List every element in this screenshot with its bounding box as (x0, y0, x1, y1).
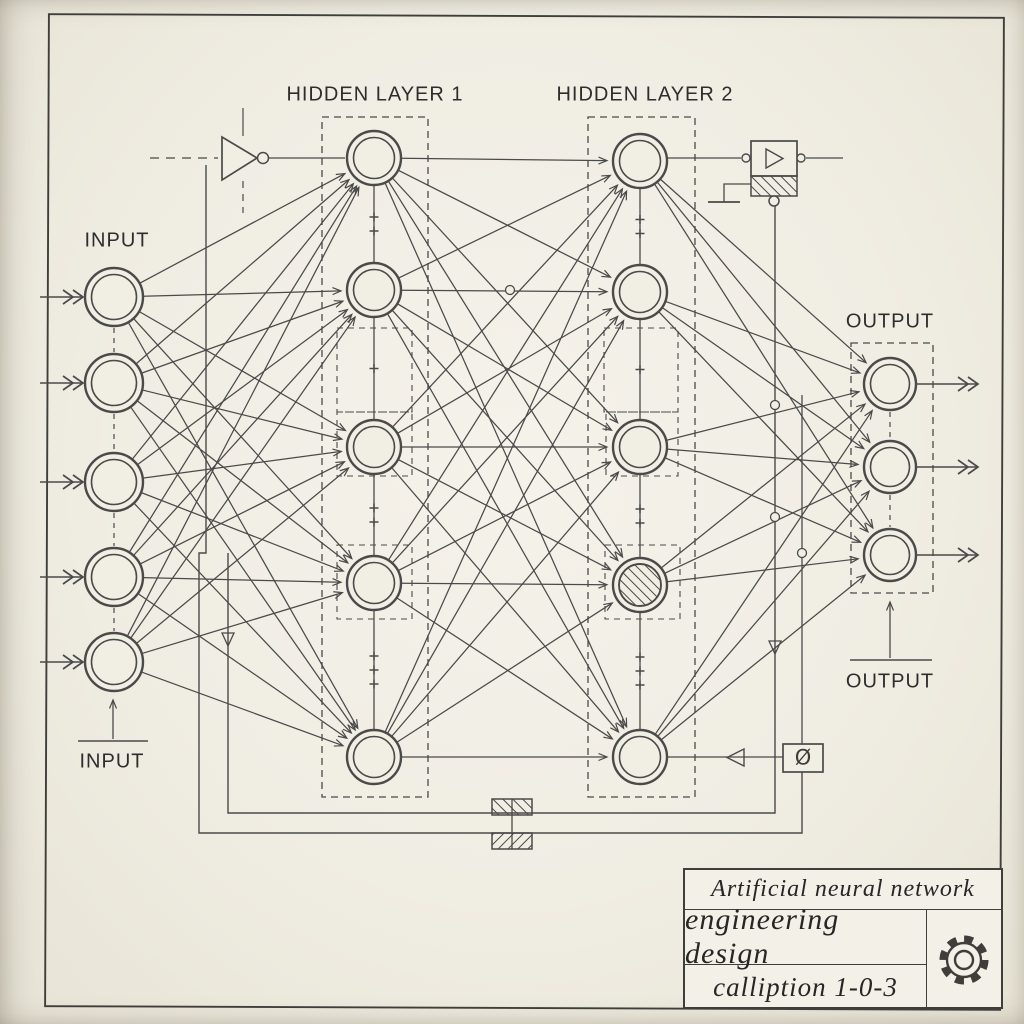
layer-hidden1 (321, 116, 429, 798)
capacitor-icon (491, 798, 533, 850)
title-block: Artificial neural network engineering de… (683, 868, 1003, 1009)
connection-edges (126, 158, 873, 757)
plus-mark (635, 518, 645, 528)
plus-mark (635, 504, 645, 514)
feedback-wires (198, 165, 803, 834)
input-pointer (78, 700, 148, 742)
title-block-line1: Artificial neural network (685, 870, 1001, 910)
plus-mark (635, 215, 645, 224)
plus-mark (369, 679, 379, 689)
plus-mark (635, 652, 645, 662)
input-node (83, 631, 145, 693)
input-label-bottom: INPUT (79, 750, 145, 773)
hidden2-node (611, 132, 669, 190)
title-block-line3: calliption 1-0-3 (713, 971, 898, 1002)
frame-border (44, 13, 1005, 1011)
hidden2-node (611, 556, 669, 614)
phi-box-icon (668, 395, 824, 773)
output-node (862, 439, 918, 495)
hidden1-node (345, 728, 403, 786)
hidden-layer-1-label: HIDDEN LAYER 1 (286, 83, 464, 106)
plus-mark (369, 212, 379, 222)
plus-mark (369, 503, 379, 513)
layer-input (40, 266, 145, 693)
hidden2-node (611, 263, 669, 321)
hidden1-node (345, 554, 403, 612)
input-node (83, 451, 145, 513)
output-pointer (850, 602, 932, 661)
plus-mark (635, 365, 645, 374)
plus-mark (635, 680, 645, 690)
plus-mark (369, 364, 379, 373)
hidden-layer-2-label: HIDDEN LAYER 2 (556, 83, 734, 106)
hidden1-node (345, 129, 403, 187)
junction-dots (504, 284, 808, 559)
layer-hidden2 (587, 116, 696, 798)
hidden1-node (345, 261, 403, 319)
plus-mark (635, 666, 645, 676)
buffer-box-icon (667, 140, 843, 207)
gear-cell (927, 910, 1001, 1009)
output-label-bottom: OUTPUT (845, 670, 935, 693)
plus-mark (635, 229, 645, 238)
input-node (83, 266, 145, 328)
output-label-top: OUTPUT (845, 310, 935, 333)
output-node (862, 356, 918, 412)
output-node (862, 527, 918, 583)
hidden1-node (345, 418, 403, 476)
inverter-icon (150, 108, 345, 213)
layer-output (850, 342, 980, 594)
plus-mark (369, 651, 379, 661)
input-node (83, 352, 145, 414)
input-node (83, 546, 145, 608)
title-block-line2: engineering design (685, 903, 926, 970)
hidden2-node (611, 728, 669, 786)
plus-mark (369, 517, 379, 527)
plus-mark (369, 665, 379, 675)
phi-icon: Ø (794, 745, 812, 770)
input-label-top: INPUT (84, 229, 150, 252)
plus-mark (369, 226, 379, 236)
gear-icon (939, 935, 989, 984)
hidden2-node (611, 418, 669, 476)
